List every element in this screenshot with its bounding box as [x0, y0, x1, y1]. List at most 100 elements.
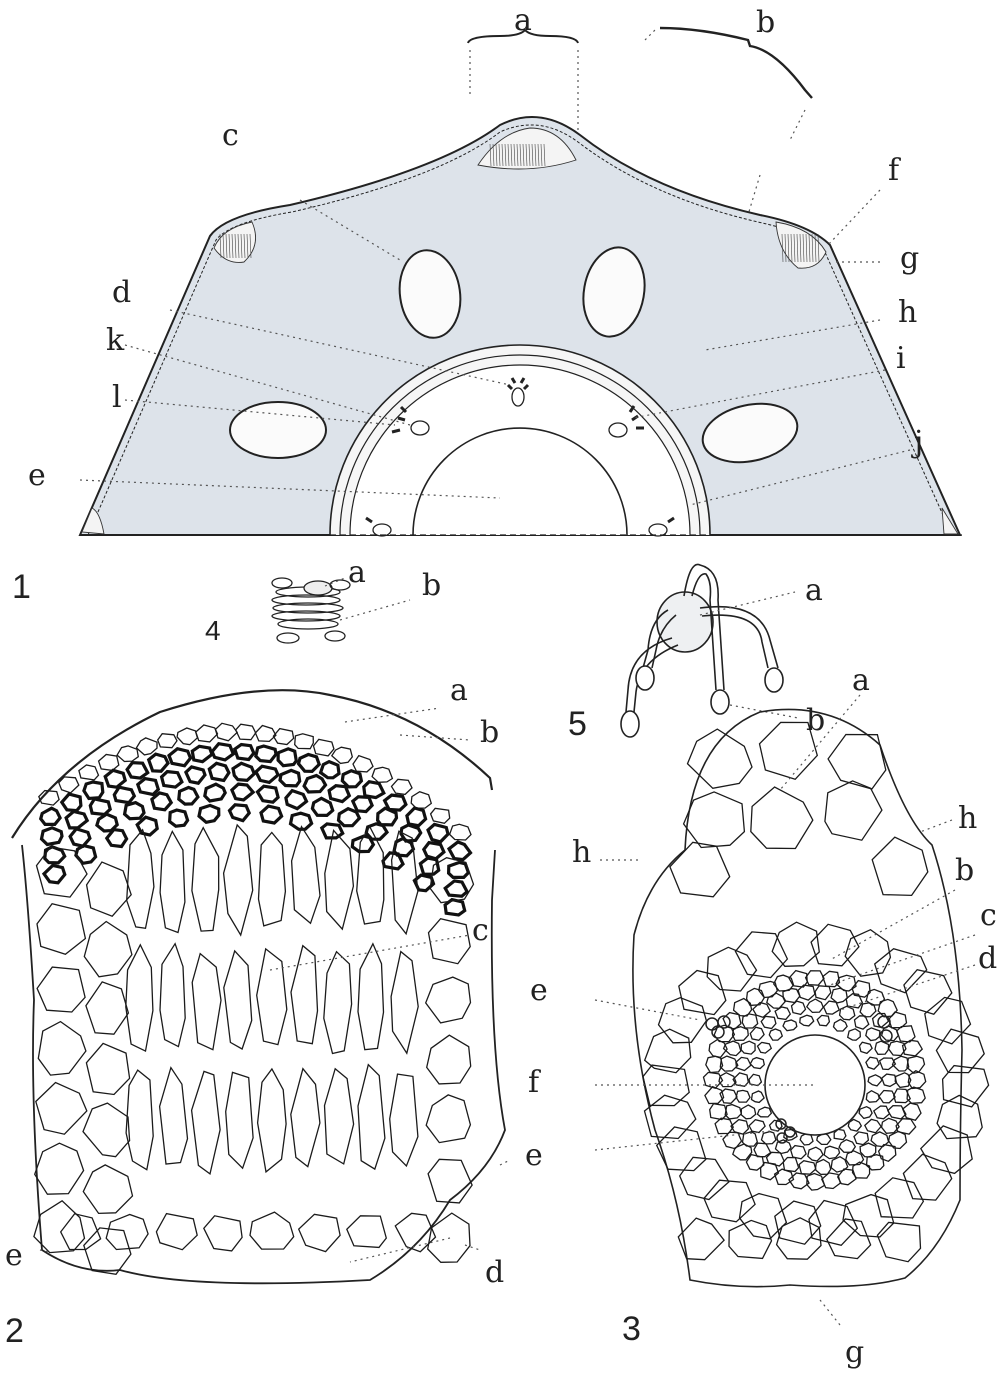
- cell: [126, 945, 153, 1051]
- cell: [420, 858, 438, 874]
- cell: [390, 1074, 418, 1166]
- cell: [256, 766, 278, 782]
- cell: [149, 754, 168, 771]
- fig5-label-b: b: [806, 703, 825, 738]
- cell: [747, 988, 765, 1005]
- cell: [897, 1026, 915, 1042]
- cell: [196, 725, 218, 742]
- cell: [261, 806, 282, 823]
- fig1-label-h: h: [898, 295, 917, 330]
- cell: [70, 829, 90, 846]
- cell: [392, 779, 413, 794]
- cell: [449, 842, 471, 860]
- cell: [273, 729, 293, 745]
- cell: [736, 1057, 751, 1070]
- cell: [428, 1159, 472, 1203]
- fig1-label-b: b: [756, 5, 775, 40]
- figure-5-stellate-hair: a b 5: [568, 564, 825, 743]
- cell: [868, 1075, 882, 1086]
- cell: [192, 1071, 221, 1174]
- fig1-label-l: l: [112, 380, 122, 415]
- cell: [758, 1042, 772, 1053]
- cell: [824, 1146, 839, 1158]
- fig4-number: 4: [205, 615, 221, 646]
- cell: [162, 772, 182, 788]
- figure-1-stem-section: a b c d k l e f g h i j 1: [12, 3, 962, 606]
- cell: [769, 1029, 782, 1040]
- cell: [815, 1160, 830, 1175]
- cell: [875, 1041, 889, 1054]
- cell: [44, 865, 65, 882]
- fig1-label-i: i: [896, 341, 906, 376]
- cell: [66, 812, 87, 828]
- cell: [291, 1069, 320, 1167]
- fig3-label-b: b: [955, 853, 974, 888]
- fig2-label-d: d: [485, 1255, 504, 1290]
- cell: [105, 770, 125, 787]
- cell: [278, 749, 296, 766]
- fig3-label-h2: h: [958, 801, 977, 836]
- cell: [236, 724, 256, 740]
- fig5-hair-arms: [621, 564, 783, 737]
- cell: [204, 1216, 242, 1251]
- cell: [866, 1091, 879, 1103]
- fig1-label-c: c: [222, 118, 239, 153]
- fig1-label-d: d: [112, 275, 131, 310]
- cell: [854, 1132, 868, 1145]
- cell: [834, 1019, 848, 1031]
- cell: [84, 782, 103, 799]
- cell: [710, 1104, 727, 1120]
- cell: [800, 1015, 814, 1026]
- cell: [286, 791, 307, 809]
- cell: [125, 803, 144, 819]
- cell: [752, 1091, 765, 1102]
- cell: [38, 1022, 86, 1076]
- cell: [750, 1058, 764, 1069]
- cell: [411, 792, 431, 808]
- cell: [235, 745, 254, 760]
- cell: [230, 805, 250, 821]
- cell: [192, 746, 212, 761]
- cell: [255, 726, 276, 742]
- cell: [855, 1016, 869, 1029]
- cell: [879, 1091, 895, 1103]
- fig2-label-c: c: [472, 913, 489, 948]
- cell: [680, 1157, 729, 1199]
- cell: [342, 771, 361, 787]
- fig2-outline: [22, 845, 505, 1283]
- cell: [258, 786, 279, 802]
- cell: [179, 788, 198, 805]
- cell: [224, 825, 253, 935]
- cell: [815, 986, 831, 1000]
- cell: [37, 904, 85, 955]
- cell: [877, 1222, 920, 1261]
- cell: [729, 1220, 772, 1258]
- fig3-number: 3: [622, 1310, 641, 1348]
- cell: [299, 1214, 340, 1251]
- cell: [329, 786, 349, 802]
- cell: [720, 1089, 737, 1103]
- cell: [325, 1069, 354, 1164]
- cell: [670, 842, 730, 897]
- cell: [723, 1013, 741, 1030]
- cell: [295, 734, 314, 749]
- cell: [304, 776, 325, 793]
- cell: [34, 1201, 85, 1253]
- cell: [36, 1083, 87, 1135]
- cell: [395, 1213, 435, 1251]
- cell: [736, 1090, 750, 1102]
- cell: [734, 999, 752, 1017]
- cell: [775, 1007, 790, 1019]
- cell: [170, 810, 188, 826]
- cell: [299, 755, 320, 772]
- cell: [776, 1140, 792, 1154]
- fig2-label-e2: e: [525, 1138, 543, 1173]
- fig1-label-e: e: [28, 458, 46, 493]
- cell: [353, 756, 373, 772]
- cell: [79, 765, 99, 780]
- cell: [426, 1095, 470, 1143]
- cell: [720, 1056, 738, 1071]
- cell: [845, 930, 890, 977]
- fig1-number: 1: [12, 568, 31, 606]
